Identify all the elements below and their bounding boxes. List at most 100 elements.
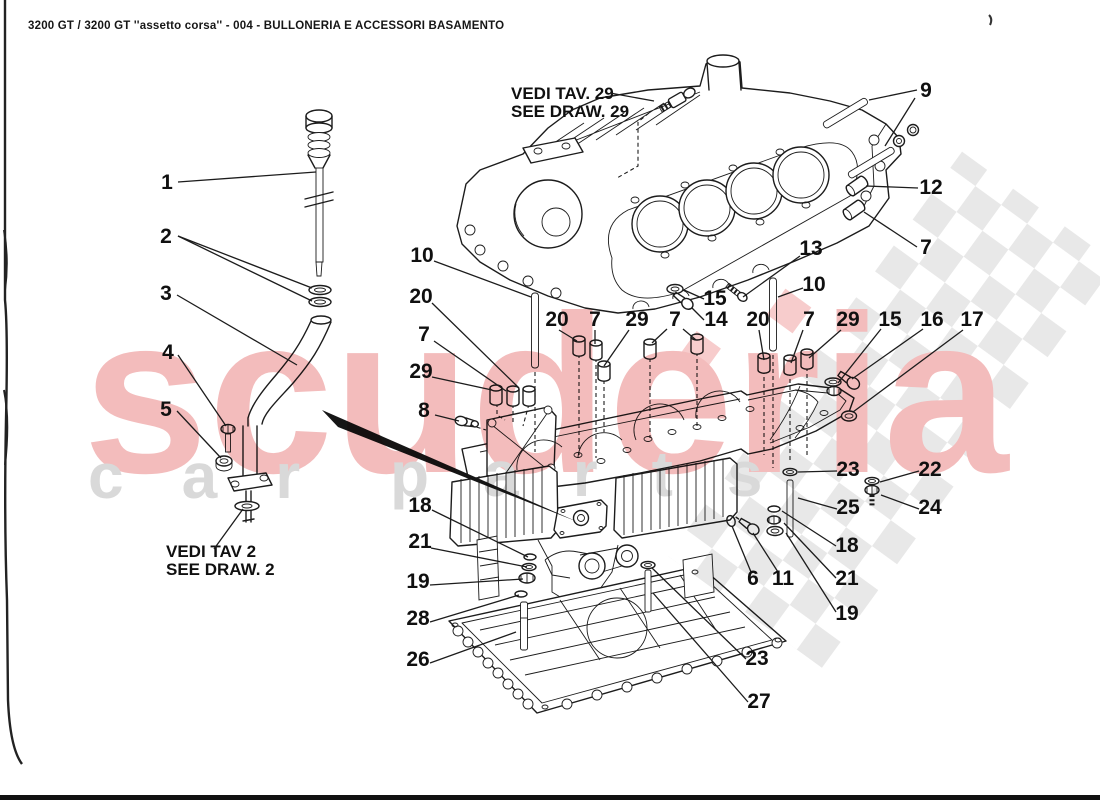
leader-line-20 bbox=[558, 329, 578, 342]
leader-line-18 bbox=[431, 509, 529, 558]
watermark-sub-left: car bbox=[88, 440, 358, 512]
note-line: SEE DRAW. 2 bbox=[166, 560, 275, 579]
leader-line-7 bbox=[433, 340, 507, 392]
bolt-13 bbox=[725, 282, 748, 303]
callout-19-29: 19 bbox=[406, 570, 429, 593]
leader-line-12 bbox=[865, 185, 919, 189]
washer-18-left bbox=[523, 553, 537, 561]
bushing bbox=[643, 338, 657, 360]
callout-7-19: 7 bbox=[669, 308, 681, 331]
callout-10-11: 10 bbox=[410, 244, 433, 267]
callout-27-33: 27 bbox=[747, 690, 770, 713]
callout-29-14: 29 bbox=[409, 360, 432, 383]
tube-seal-washer bbox=[234, 500, 260, 512]
leader-line-23 bbox=[797, 470, 838, 473]
callout-23-36: 23 bbox=[836, 458, 859, 481]
callout-28-30: 28 bbox=[406, 607, 430, 630]
pointer-arrow bbox=[322, 410, 578, 522]
bolt-27 bbox=[644, 569, 652, 613]
leader-line-21 bbox=[783, 522, 837, 579]
callout-20-16: 20 bbox=[545, 308, 568, 331]
callout-26-31: 26 bbox=[406, 648, 429, 671]
leader-line-2 bbox=[177, 235, 313, 302]
washer-2b bbox=[308, 296, 332, 308]
page-title: 3200 GT / 3200 GT ''assetto corsa'' - 00… bbox=[28, 20, 504, 32]
leader-line-20 bbox=[431, 302, 520, 389]
leader-line-22 bbox=[879, 470, 920, 483]
callout-1-0: 1 bbox=[161, 171, 173, 194]
nut-5 bbox=[215, 455, 233, 472]
leader-line-27 bbox=[652, 592, 749, 703]
bolt-4 bbox=[220, 423, 236, 453]
callout-18-27: 18 bbox=[408, 494, 432, 517]
cylinder-bores bbox=[631, 146, 830, 253]
callout-18-40: 18 bbox=[835, 534, 859, 557]
note-line: SEE DRAW. 29 bbox=[511, 102, 629, 121]
leader-line-4 bbox=[177, 354, 227, 427]
bushing bbox=[522, 385, 536, 407]
leader-line-13 bbox=[742, 255, 801, 298]
callout-20-21: 20 bbox=[746, 308, 769, 331]
callout-10-20: 10 bbox=[802, 273, 825, 296]
note-see-draw-29: VEDI TAV. 29 SEE DRAW. 29 bbox=[511, 84, 655, 121]
leader-line-15 bbox=[837, 328, 882, 384]
callout-6-34: 6 bbox=[747, 567, 759, 590]
leader-line-7 bbox=[651, 328, 668, 344]
bushing bbox=[589, 339, 603, 361]
callout-11-35: 11 bbox=[772, 567, 795, 590]
dipstick-tube-drawing bbox=[227, 315, 332, 523]
washer-2a bbox=[308, 284, 332, 296]
checkered-flag bbox=[668, 151, 1100, 668]
leader-line-5 bbox=[176, 410, 222, 459]
callout-8-15: 8 bbox=[418, 399, 430, 422]
watermark-sub-right: parts bbox=[390, 438, 817, 510]
leader-line-10 bbox=[777, 287, 804, 298]
dipstick-drawing bbox=[304, 109, 334, 277]
leader-line-16 bbox=[851, 328, 924, 380]
leader-line-25 bbox=[797, 497, 838, 510]
callout-14-10: 14 bbox=[704, 308, 728, 331]
cap-nut-bushings bbox=[489, 333, 814, 407]
leader-line-29 bbox=[603, 329, 630, 367]
leader-line-19 bbox=[429, 578, 524, 586]
bushing bbox=[597, 360, 611, 382]
sensor-14 bbox=[672, 291, 694, 310]
leader-line-8 bbox=[434, 414, 460, 422]
callout-7-13: 7 bbox=[418, 323, 430, 346]
callout-29-18: 29 bbox=[625, 308, 648, 331]
sump-rim-bosses bbox=[452, 625, 783, 710]
callout-24-39: 24 bbox=[918, 496, 942, 519]
leader-line-15 bbox=[683, 289, 705, 300]
callout-3-2: 3 bbox=[160, 282, 172, 305]
leader-line-19 bbox=[785, 532, 837, 613]
callout-16-25: 16 bbox=[920, 308, 943, 331]
leader-line-3 bbox=[176, 294, 298, 366]
deck-holes bbox=[630, 148, 811, 259]
callout-25-38: 25 bbox=[836, 496, 860, 519]
callout-7-17: 7 bbox=[589, 308, 601, 331]
callout-15-9: 15 bbox=[703, 287, 727, 310]
callout-21-28: 21 bbox=[408, 530, 432, 553]
leader-line-23 bbox=[651, 567, 747, 660]
leader-line-21 bbox=[430, 547, 528, 568]
bushing bbox=[506, 385, 520, 407]
nut-small-b bbox=[906, 123, 920, 137]
leader-line-18 bbox=[781, 510, 837, 547]
watermark: scuderia car parts bbox=[83, 151, 1100, 668]
leader-line-7 bbox=[682, 328, 697, 341]
checker-pink-a bbox=[679, 331, 721, 373]
callout-13-8: 13 bbox=[799, 237, 822, 260]
leader-line-1 bbox=[177, 171, 317, 183]
callout-9-5: 9 bbox=[920, 79, 932, 102]
leader-line-2 bbox=[177, 235, 313, 289]
callout-2-1: 2 bbox=[160, 225, 172, 248]
watermark-brand: scuderia bbox=[83, 268, 1010, 520]
leader-line-6 bbox=[731, 525, 752, 573]
callout-22-37: 22 bbox=[918, 458, 941, 481]
callout-12-6: 12 bbox=[919, 176, 942, 199]
leader-line-17 bbox=[852, 329, 964, 413]
note-see-draw-2: VEDI TAV 2 SEE DRAW. 2 bbox=[166, 508, 275, 579]
